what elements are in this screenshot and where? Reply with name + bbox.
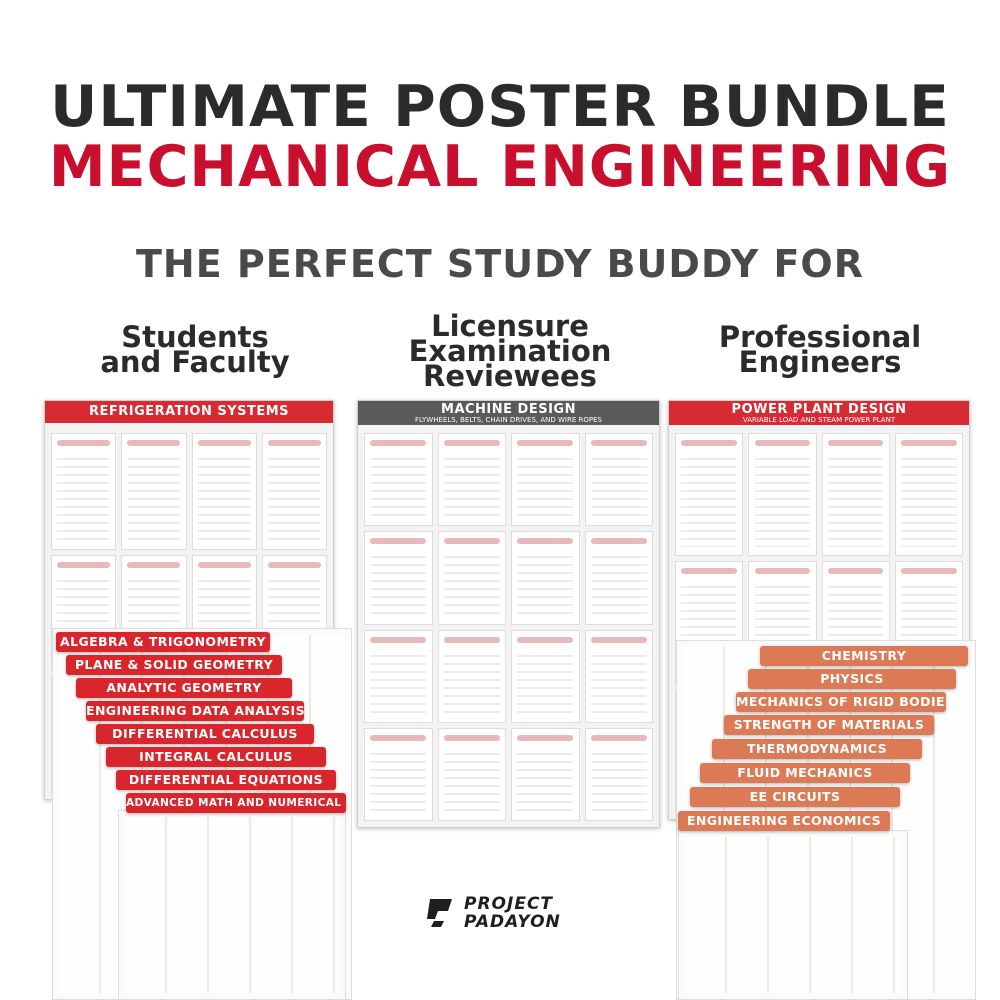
poster-title: REFRIGERATION SYSTEMS [45, 401, 333, 423]
padayon-logo-icon [427, 899, 452, 927]
math-tab: ENGINEERING DATA ANALYSIS [86, 701, 304, 721]
science-tab: STRENGTH OF MATERIALS [724, 715, 934, 735]
science-tab: CHEMISTRY [760, 646, 968, 666]
audience-line: Reviewees [423, 359, 597, 393]
science-tab: ENGINEERING ECONOMICS [678, 811, 890, 831]
math-tab: DIFFERENTIAL CALCULUS [96, 724, 314, 744]
headline-title: ULTIMATE POSTER BUNDLE [50, 74, 950, 140]
project-padayon-logo: PROJECT PADAYON [424, 893, 594, 935]
science-tab: EE CIRCUITS [690, 787, 900, 807]
audience-professionals: Professional Engineers [705, 320, 935, 379]
headline-subject: MECHANICAL ENGINEERING [48, 134, 952, 200]
math-tab: ALGEBRA & TRIGONOMETRY [56, 632, 270, 652]
audience-licensure: Licensure Examination Reviewees [395, 309, 625, 393]
math-tab: DIFFERENTIAL EQUATIONS [116, 770, 336, 790]
math-tab: ADVANCED MATH AND NUMERICAL METHODS [126, 793, 346, 813]
poster-header: POWER PLANT DESIGN VARIABLE LOAD AND STE… [669, 401, 969, 425]
poster-title: MACHINE DESIGN [441, 402, 576, 417]
math-stack-front-page [118, 810, 346, 1000]
math-tab: INTEGRAL CALCULUS [106, 747, 326, 767]
poster-machine-design: MACHINE DESIGN FLYWHEELS, BELTS, CHAIN D… [357, 400, 660, 828]
audience-line: Engineers [738, 345, 902, 379]
brand-name: PROJECT PADAYON [464, 895, 561, 931]
poster-header: MACHINE DESIGN FLYWHEELS, BELTS, CHAIN D… [358, 401, 659, 425]
tagline: THE PERFECT STUDY BUDDY FOR [135, 242, 864, 286]
brand-line: PADAYON [464, 912, 561, 932]
science-tab: MECHANICS OF RIGID BODIES [736, 692, 946, 712]
science-tab: FLUID MECHANICS [700, 763, 910, 783]
audience-line: and Faculty [100, 345, 290, 379]
poster-subtitle: FLYWHEELS, BELTS, CHAIN DRIVES, AND WIRE… [415, 416, 602, 424]
math-tab: ANALYTIC GEOMETRY [76, 678, 292, 698]
science-stack-front-page [678, 830, 908, 1000]
audience-students: Students and Faculty [90, 320, 300, 379]
brand-line: PROJECT [464, 894, 554, 914]
math-tab: PLANE & SOLID GEOMETRY [66, 655, 282, 675]
audience-line: Professional [718, 320, 922, 354]
audience-line: Examination [408, 334, 612, 368]
science-tab: THERMODYNAMICS [712, 739, 922, 759]
science-tab: PHYSICS [748, 669, 956, 689]
poster-content [364, 433, 653, 821]
audience-line: Students [121, 320, 269, 354]
poster-subtitle: VARIABLE LOAD AND STEAM POWER PLANT [742, 416, 896, 424]
poster-title: POWER PLANT DESIGN [731, 402, 907, 417]
audience-line: Licensure [431, 309, 589, 343]
